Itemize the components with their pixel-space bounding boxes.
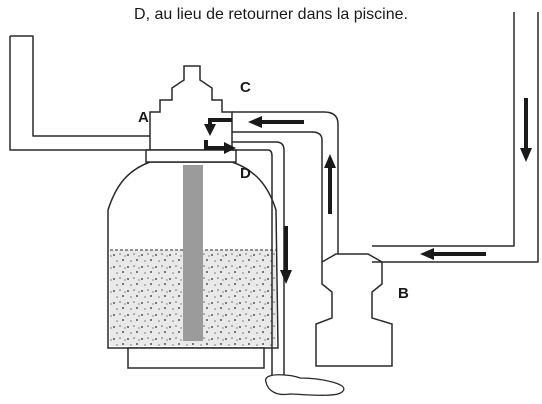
flow-arrow-right-outlet-d — [204, 140, 236, 154]
label-c: C — [240, 79, 251, 96]
label-b: B — [398, 285, 409, 302]
flow-arrow-down-waste-line — [280, 226, 292, 284]
waste-line — [232, 141, 285, 380]
tank-collar — [145, 149, 237, 163]
left-inlet-pipe — [9, 35, 164, 151]
tank-base — [127, 347, 265, 369]
flow-arrow-down-right-column — [520, 98, 532, 162]
flow-arrow-left-into-valve — [248, 116, 304, 128]
right-suction-pipe — [372, 12, 539, 263]
label-d: D — [240, 165, 251, 182]
flow-arrow-left-bottom-pipe — [420, 248, 486, 260]
standpipe — [183, 165, 203, 341]
flow-arrow-up-pump-riser — [324, 154, 336, 214]
diagram-caption: D, au lieu de retourner dans la piscine. — [134, 6, 408, 23]
label-a: A — [138, 109, 149, 126]
multiport-valve — [149, 65, 233, 151]
pump — [315, 253, 393, 367]
pump-riser-pipe — [232, 111, 339, 262]
drain-puddle — [265, 374, 345, 396]
flow-arrow-left-elbow-c — [204, 118, 232, 136]
